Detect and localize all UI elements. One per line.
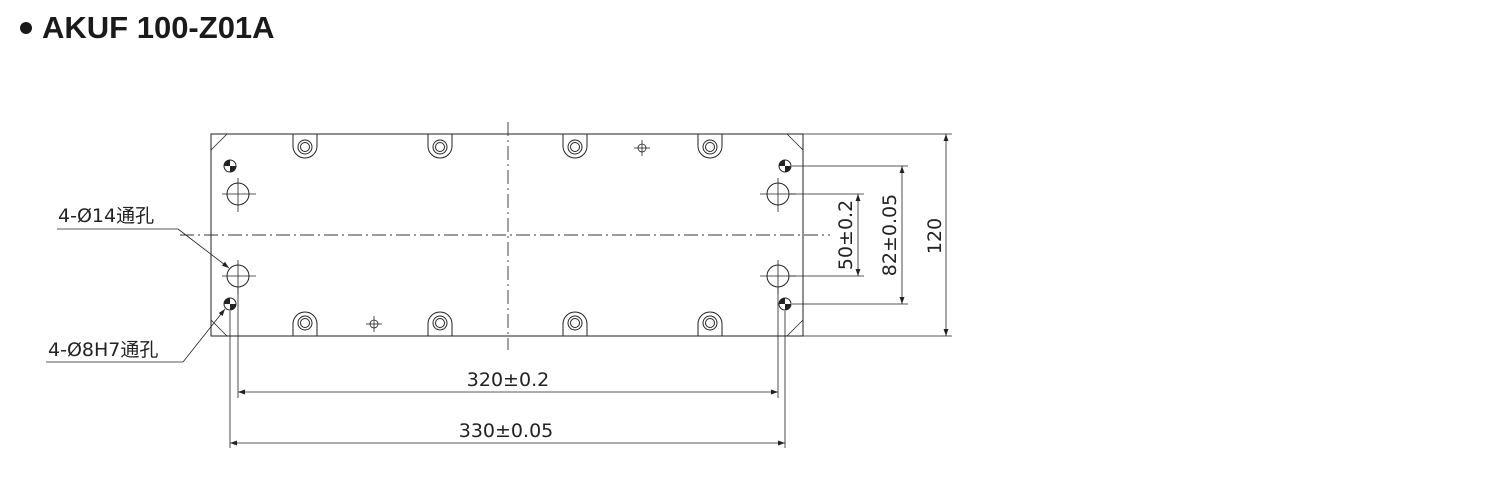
dimension-pin-pitch: 82±0.05 [792, 165, 908, 305]
hole-pitch-label: 50±0.2 [835, 200, 857, 270]
mounting-slot [427, 134, 453, 159]
large-hole [760, 178, 796, 212]
pin-hole [223, 159, 237, 173]
crosshair-mark [366, 316, 382, 332]
inner-pitch-label: 320±0.2 [467, 369, 549, 391]
pin-hole [778, 159, 792, 173]
reference-marks [366, 140, 650, 332]
width-label: 120 [924, 218, 946, 254]
pin-hole [778, 297, 792, 311]
mounting-slot [292, 311, 318, 336]
mounting-slot [697, 134, 723, 159]
model-name: AKUF 100-Z01A [42, 10, 275, 45]
bullet-icon [20, 22, 32, 34]
outer-pitch-label: 330±0.05 [459, 420, 554, 442]
mounting-slot [292, 134, 318, 159]
dimension-hole-pitch: 50±0.2 [790, 193, 864, 277]
large-hole [222, 178, 256, 212]
dimension-width: 120 [803, 133, 952, 337]
centerlines [180, 122, 830, 350]
mounting-slot [562, 311, 588, 336]
mounting-slots [292, 134, 723, 336]
mounting-slot [427, 311, 453, 336]
pin-hole [223, 297, 237, 311]
large-holes-label: 4-Ø14通孔 [58, 205, 154, 227]
large-hole [222, 260, 256, 294]
callout-large-holes: 4-Ø14通孔 [57, 205, 230, 269]
dimension-outer-pitch: 330±0.05 [229, 311, 786, 448]
large-through-holes [222, 178, 796, 294]
drawing-title: AKUF 100-Z01A [20, 8, 275, 48]
mounting-slot [562, 134, 588, 159]
pin-holes [223, 159, 792, 311]
callout-pin-holes: 4-Ø8H7通孔 [46, 308, 226, 363]
mounting-slot [697, 311, 723, 336]
dimension-inner-pitch: 320±0.2 [237, 288, 779, 398]
pin-holes-label: 4-Ø8H7通孔 [48, 339, 158, 361]
pin-pitch-label: 82±0.05 [879, 194, 901, 276]
crosshair-mark [634, 140, 650, 156]
